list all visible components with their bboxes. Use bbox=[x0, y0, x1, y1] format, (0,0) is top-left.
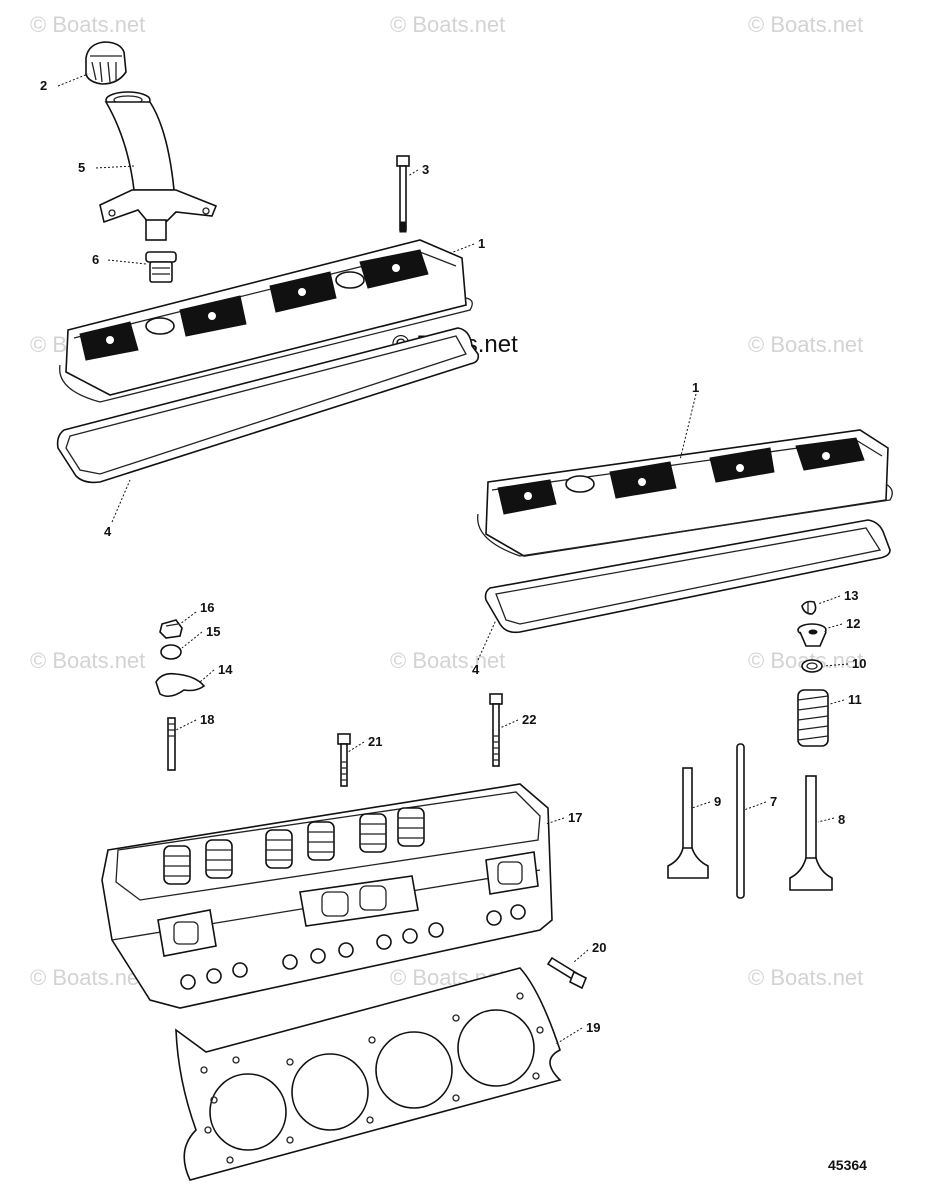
intake-valve bbox=[667, 767, 709, 879]
watermark: © Boats.net bbox=[748, 332, 863, 357]
rocker-ball bbox=[160, 644, 182, 660]
callout-2: 2 bbox=[40, 78, 47, 93]
watermark: © Boats.net bbox=[30, 648, 145, 673]
callout-3: 3 bbox=[422, 162, 429, 177]
rocker-stud bbox=[167, 717, 176, 771]
rocker-arm bbox=[155, 672, 206, 698]
callout-8: 8 bbox=[838, 812, 845, 827]
valve-cover-bolt bbox=[396, 155, 410, 233]
watermark: © Boats.net bbox=[748, 12, 863, 37]
callout-9: 9 bbox=[714, 794, 721, 809]
exhaust-ports bbox=[157, 851, 539, 957]
oil-fill-tube bbox=[99, 91, 218, 241]
callout-4-upper: 4 bbox=[104, 524, 112, 539]
callout-18: 18 bbox=[200, 712, 214, 727]
valve-spring-retainer bbox=[797, 623, 827, 647]
callout-1-lower: 1 bbox=[692, 380, 699, 395]
leader-lines bbox=[57, 73, 849, 1045]
valve-keepers bbox=[801, 600, 817, 615]
valve-springs bbox=[163, 807, 425, 885]
callout-10: 10 bbox=[852, 656, 866, 671]
callout-11: 11 bbox=[848, 692, 862, 707]
callout-20: 20 bbox=[592, 940, 606, 955]
exhaust-valve bbox=[789, 775, 833, 891]
callout-7: 7 bbox=[770, 794, 777, 809]
rocker-nut bbox=[159, 619, 183, 639]
watermark: © Boats.net bbox=[390, 648, 505, 673]
valve-spring bbox=[797, 689, 829, 747]
head-bolt-long bbox=[489, 693, 503, 767]
valve-cover-gasket-left bbox=[56, 327, 480, 484]
head-bolt-bosses bbox=[180, 904, 526, 990]
oil-fill-cap bbox=[85, 41, 127, 85]
cylinder-head-gasket bbox=[175, 967, 562, 1181]
callout-22: 22 bbox=[522, 712, 536, 727]
watermark: © Boats.net bbox=[390, 12, 505, 37]
callout-13: 13 bbox=[844, 588, 858, 603]
callout-17: 17 bbox=[568, 810, 582, 825]
small-bolt bbox=[546, 956, 588, 990]
callout-labels: 2 5 3 1 6 4 1 4 13 12 10 11 16 15 14 18 … bbox=[40, 78, 866, 1035]
watermark: © Boats.net bbox=[30, 965, 145, 990]
grommet bbox=[145, 251, 177, 283]
figure-number: 45364 bbox=[828, 1157, 867, 1173]
valve-cover-right bbox=[477, 429, 893, 557]
callout-15: 15 bbox=[206, 624, 220, 639]
callout-21: 21 bbox=[368, 734, 382, 749]
pushrod bbox=[736, 743, 745, 899]
callout-16: 16 bbox=[200, 600, 214, 615]
callout-14: 14 bbox=[218, 662, 233, 677]
callout-5: 5 bbox=[78, 160, 85, 175]
callout-19: 19 bbox=[586, 1020, 600, 1035]
callout-1-upper: 1 bbox=[478, 236, 485, 251]
valve-cover-left bbox=[59, 239, 473, 403]
watermark: © Boats.net bbox=[30, 12, 145, 37]
callout-4-lower: 4 bbox=[472, 662, 480, 677]
watermark: © Boats.net bbox=[748, 965, 863, 990]
callout-6: 6 bbox=[92, 252, 99, 267]
valve-cover-gasket-right bbox=[484, 519, 891, 634]
valve-seal bbox=[801, 659, 823, 673]
callout-12: 12 bbox=[846, 616, 860, 631]
cylinder-head bbox=[101, 783, 553, 1009]
head-bolt-short bbox=[337, 733, 351, 787]
